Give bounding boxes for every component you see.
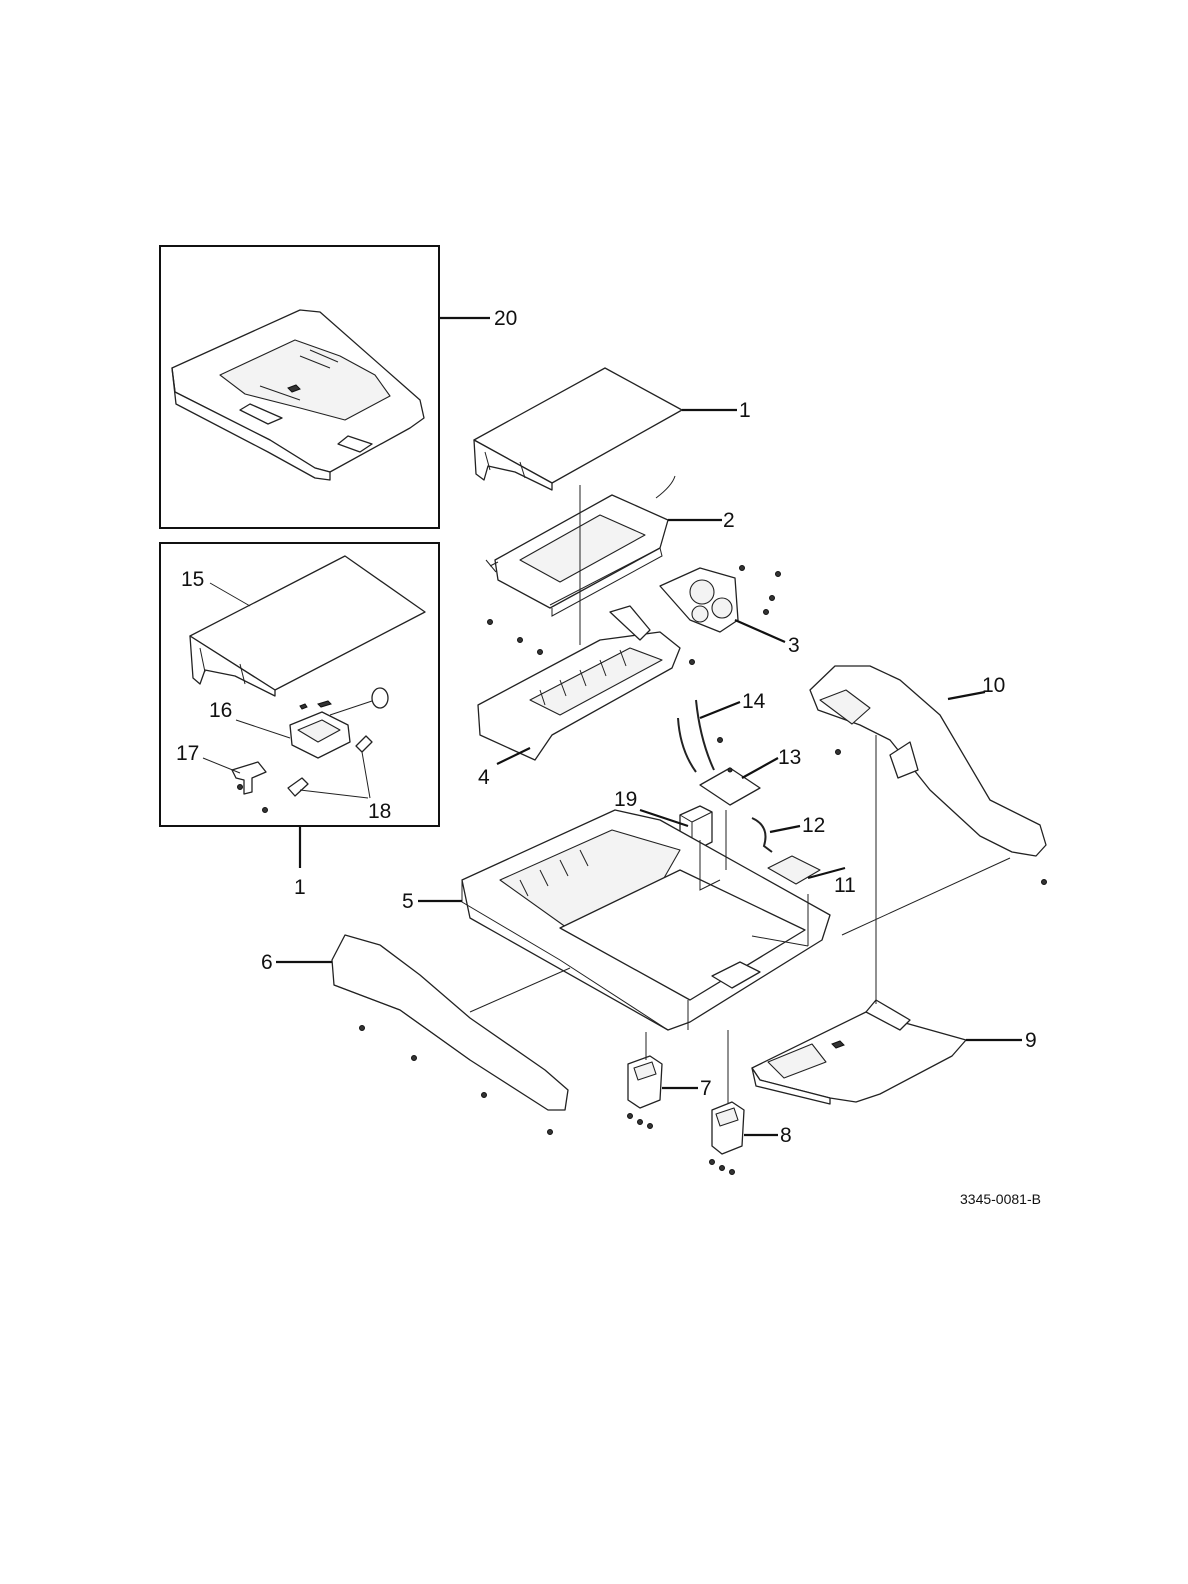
part-9-output-tray — [752, 1000, 966, 1104]
callout-16: 16 — [209, 699, 232, 722]
callout-1: 1 — [739, 399, 751, 422]
callout-20: 20 — [494, 307, 517, 330]
part-4-lower-frame — [478, 606, 695, 760]
part-1-top-cover — [474, 368, 682, 490]
callout-11: 11 — [834, 874, 856, 897]
part-16-pickup-roller-assembly — [290, 688, 388, 758]
leader-16 — [236, 720, 290, 738]
callout-6: 6 — [261, 951, 273, 974]
leader-10 — [948, 692, 985, 699]
callout-5: 5 — [402, 890, 414, 913]
callout-13: 13 — [778, 746, 801, 769]
callout-3: 3 — [788, 634, 800, 657]
callout-1-kit: 1 — [294, 876, 306, 899]
leader-3 — [735, 620, 785, 642]
part-10-right-side-cover — [810, 666, 1047, 885]
callout-19: 19 — [614, 788, 637, 811]
callout-14: 14 — [742, 690, 766, 713]
callout-17: 17 — [176, 742, 199, 765]
leader-12 — [770, 826, 800, 832]
leader-13 — [742, 758, 778, 778]
part-15-top-cover — [190, 556, 425, 696]
figure-id: 3345-0081-B — [960, 1191, 1041, 1207]
callout-12: 12 — [802, 814, 825, 837]
leader-17 — [203, 758, 240, 773]
callout-8: 8 — [780, 1124, 792, 1147]
leader-14 — [700, 702, 740, 718]
part-8-hinge — [710, 1102, 745, 1175]
part-3-drive-bracket — [660, 566, 781, 633]
callout-9: 9 — [1025, 1029, 1037, 1052]
callout-4: 4 — [478, 766, 490, 789]
part-17-bracket — [232, 762, 268, 813]
part-7-hinge — [628, 1056, 663, 1129]
leader-15 — [210, 583, 250, 606]
callout-18: 18 — [368, 800, 391, 823]
callout-7: 7 — [700, 1077, 712, 1100]
leader-18 — [300, 752, 370, 798]
callout-15: 15 — [181, 568, 204, 591]
callout-10: 10 — [982, 674, 1005, 697]
part-6-left-side-cover — [332, 935, 568, 1135]
part-11-sheet — [768, 856, 820, 884]
part-12-harness — [752, 818, 772, 852]
callout-2: 2 — [723, 509, 735, 532]
complete-adf-assembly-drawing — [172, 310, 424, 480]
part-5-base-tray — [462, 810, 830, 1030]
